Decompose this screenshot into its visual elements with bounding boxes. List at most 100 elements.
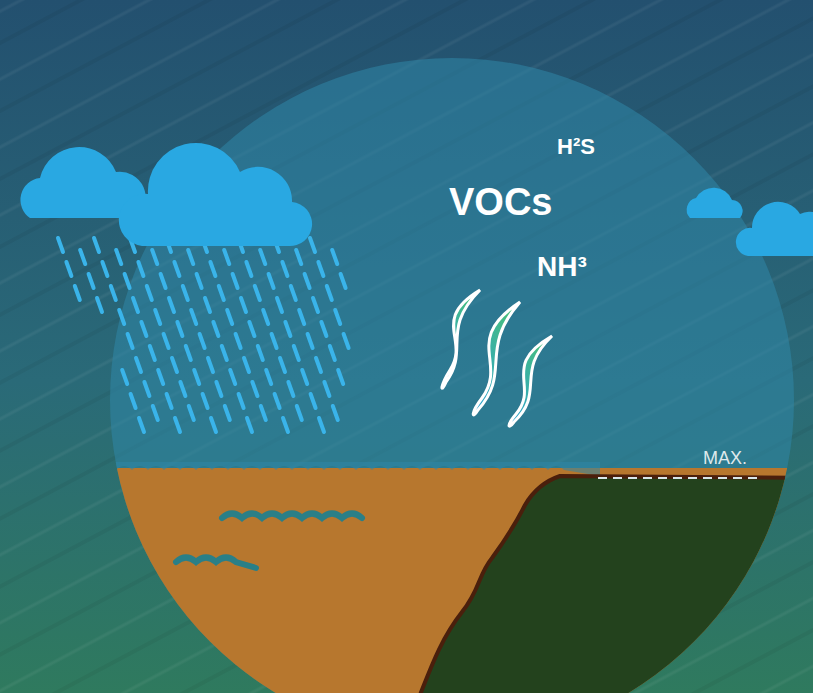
- odor-wisp: [509, 336, 552, 426]
- rain-drop: [80, 250, 85, 264]
- rain-drop: [167, 394, 172, 408]
- rain-drop: [246, 262, 251, 276]
- rain-drop: [75, 286, 80, 300]
- rain: [58, 238, 349, 432]
- rain-drop: [275, 394, 280, 408]
- rain-drop: [252, 382, 257, 396]
- rain-drop: [197, 274, 202, 288]
- max-level-line: [598, 477, 762, 479]
- rain-drop: [58, 238, 63, 252]
- rain-drop: [225, 406, 230, 420]
- landfill-mound: [418, 476, 813, 693]
- rain-drop: [144, 382, 149, 396]
- rain-drop: [122, 370, 127, 384]
- rain-drop: [164, 334, 169, 348]
- cloud: [687, 188, 743, 218]
- rain-drop: [280, 358, 285, 372]
- rain-drop: [269, 274, 274, 288]
- odor-wisp: [442, 290, 480, 388]
- rain-drop: [305, 274, 310, 288]
- rain-drop: [282, 262, 287, 276]
- rain-drop: [205, 298, 210, 312]
- rain-drop: [203, 394, 208, 408]
- rain-drop: [260, 250, 265, 264]
- clouds: [20, 143, 813, 256]
- rain-drop: [258, 346, 263, 360]
- rain-drop: [321, 322, 326, 336]
- rain-drop: [222, 346, 227, 360]
- rain-drop: [208, 358, 213, 372]
- rain-drop: [255, 286, 260, 300]
- rain-drop: [319, 418, 324, 432]
- rain-drop: [299, 310, 304, 324]
- rain-drop: [116, 250, 121, 264]
- rain-drop: [216, 382, 221, 396]
- rain-drop: [327, 286, 332, 300]
- rain-drop: [230, 370, 235, 384]
- rain-drop: [296, 250, 301, 264]
- rain-drop: [141, 322, 146, 336]
- rain-drop: [152, 250, 157, 264]
- rain-drop: [94, 238, 99, 252]
- rain-drop: [180, 382, 185, 396]
- rain-drop: [272, 334, 277, 348]
- rain-drop: [318, 262, 323, 276]
- rain-drop: [194, 370, 199, 384]
- rain-drop: [155, 310, 160, 324]
- rain-drop: [161, 274, 166, 288]
- rain-drop: [288, 382, 293, 396]
- rain-drop: [102, 262, 107, 276]
- rain-drop: [311, 394, 316, 408]
- rain-drop: [177, 322, 182, 336]
- rain-drop: [210, 262, 215, 276]
- soil: [100, 468, 813, 693]
- gas-label: VOCs: [449, 183, 552, 221]
- rain-drop: [150, 346, 155, 360]
- rain-drop: [219, 286, 224, 300]
- rain-drop: [183, 286, 188, 300]
- rain-drop: [131, 394, 136, 408]
- rain-drop: [97, 298, 102, 312]
- rain-drop: [147, 286, 152, 300]
- rain-drop: [344, 334, 349, 348]
- gas-label: NH³: [537, 253, 587, 281]
- rain-drop: [211, 418, 216, 432]
- rain-drop: [66, 262, 71, 276]
- rain-drop: [175, 418, 180, 432]
- rain-drop: [277, 298, 282, 312]
- rain-drop: [261, 406, 266, 420]
- rain-drop: [119, 310, 124, 324]
- rain-drop: [224, 250, 229, 264]
- rain-drop: [239, 394, 244, 408]
- rain-drop: [153, 406, 158, 420]
- rain-drop: [302, 370, 307, 384]
- rain-drop: [249, 322, 254, 336]
- rain-drop: [128, 334, 133, 348]
- rain-drop: [169, 298, 174, 312]
- rain-drop: [310, 238, 315, 252]
- odor-fumes: [442, 290, 552, 426]
- rain-drop: [136, 358, 141, 372]
- rain-drop: [316, 358, 321, 372]
- rain-drop: [236, 334, 241, 348]
- rain-drop: [313, 298, 318, 312]
- rain-drop: [188, 250, 193, 264]
- rain-drop: [335, 310, 340, 324]
- rain-drop: [172, 358, 177, 372]
- max-level-label: MAX.: [703, 449, 747, 467]
- rain-drop: [174, 262, 179, 276]
- rain-drop: [133, 298, 138, 312]
- rain-drop: [324, 382, 329, 396]
- rain-drop: [341, 274, 346, 288]
- rain-drop: [138, 262, 143, 276]
- rain-drop: [189, 406, 194, 420]
- rain-drop: [186, 346, 191, 360]
- rain-drop: [247, 418, 252, 432]
- water-wave: [176, 558, 256, 569]
- rain-drop: [333, 406, 338, 420]
- rain-drop: [294, 346, 299, 360]
- rain-drop: [89, 274, 94, 288]
- rain-drop: [338, 370, 343, 384]
- rain-drop: [227, 310, 232, 324]
